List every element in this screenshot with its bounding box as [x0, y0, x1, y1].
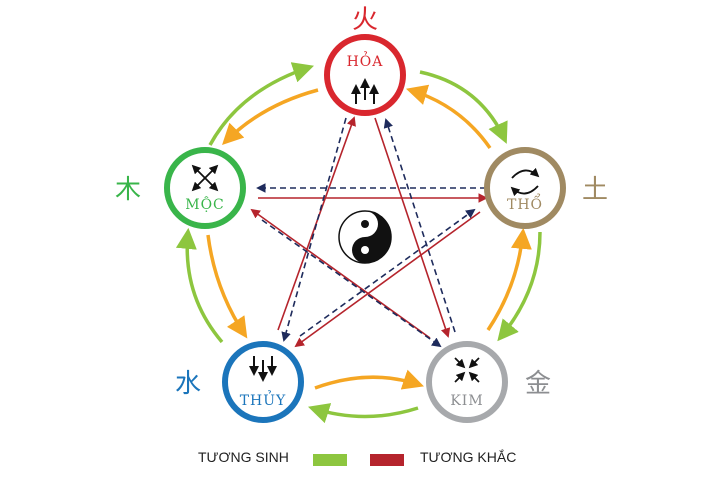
element-moc: 木 MỘC	[115, 147, 246, 229]
yin-yang-icon	[338, 210, 392, 264]
arrow-hoa-to-moc-orange	[222, 88, 319, 145]
arrow-hoa-to-thuy-dashed	[281, 117, 347, 342]
legend: TƯƠNG SINH TƯƠNG KHẮC	[198, 448, 516, 466]
arrow-kim-to-hoa-dashed	[383, 118, 456, 333]
legend-generating-label: TƯƠNG SINH	[198, 449, 289, 465]
arrow-thuy-to-tho-dashed	[299, 208, 476, 337]
arrow-thuy-to-kim-orange	[314, 369, 424, 390]
label-hoa: HỎA	[347, 50, 384, 70]
arrow-kim-to-thuy-green	[308, 403, 419, 424]
label-kim: KIM	[450, 393, 483, 409]
arrow-moc-to-thuy-orange	[206, 234, 248, 339]
legend-overcoming-label: TƯƠNG KHẮC	[420, 448, 516, 465]
hanzi-kim: 金	[525, 369, 551, 399]
legend-overcoming-swatch	[370, 454, 404, 466]
hanzi-tho: 土	[582, 175, 608, 205]
arrow-moc-to-kim-dashed	[261, 219, 442, 348]
wood-expand-arrows-icon	[191, 164, 219, 192]
arrow-hoa-to-tho-green	[419, 70, 508, 144]
water-down-arrows-icon	[249, 356, 277, 382]
controlled-star	[256, 117, 486, 348]
arrow-tho-to-thuy-red	[294, 211, 481, 348]
arrow-kim-to-tho-orange	[486, 227, 532, 331]
arrow-kim-to-moc-red	[250, 208, 431, 339]
arrow-hoa-to-kim-red	[374, 117, 451, 338]
hanzi-moc: 木	[115, 175, 141, 205]
arrow-tho-to-kim-green	[497, 231, 542, 342]
fire-up-arrows-icon	[351, 78, 379, 104]
label-thuy: THỦY	[240, 389, 287, 409]
element-kim: 金 KIM	[426, 341, 551, 423]
metal-converge-arrows-icon	[454, 357, 480, 383]
element-thuy: 水 THỦY	[175, 341, 304, 423]
element-hoa: 火 HỎA	[324, 5, 406, 116]
overcoming-star	[250, 116, 488, 348]
arrow-thuy-to-moc-green	[175, 227, 224, 344]
label-tho: THỔ	[507, 192, 543, 213]
hanzi-hoa: 火	[352, 5, 378, 35]
generating-cycle	[175, 62, 542, 424]
legend-generating-swatch	[313, 454, 347, 466]
element-tho: 土 THỔ	[484, 147, 608, 229]
label-moc: MỘC	[185, 195, 225, 213]
arrow-tho-to-hoa-orange	[405, 84, 492, 150]
earth-cycle-arrows-icon	[510, 167, 540, 197]
hanzi-thuy: 水	[175, 369, 201, 399]
arrow-moc-to-hoa-green	[208, 62, 314, 146]
